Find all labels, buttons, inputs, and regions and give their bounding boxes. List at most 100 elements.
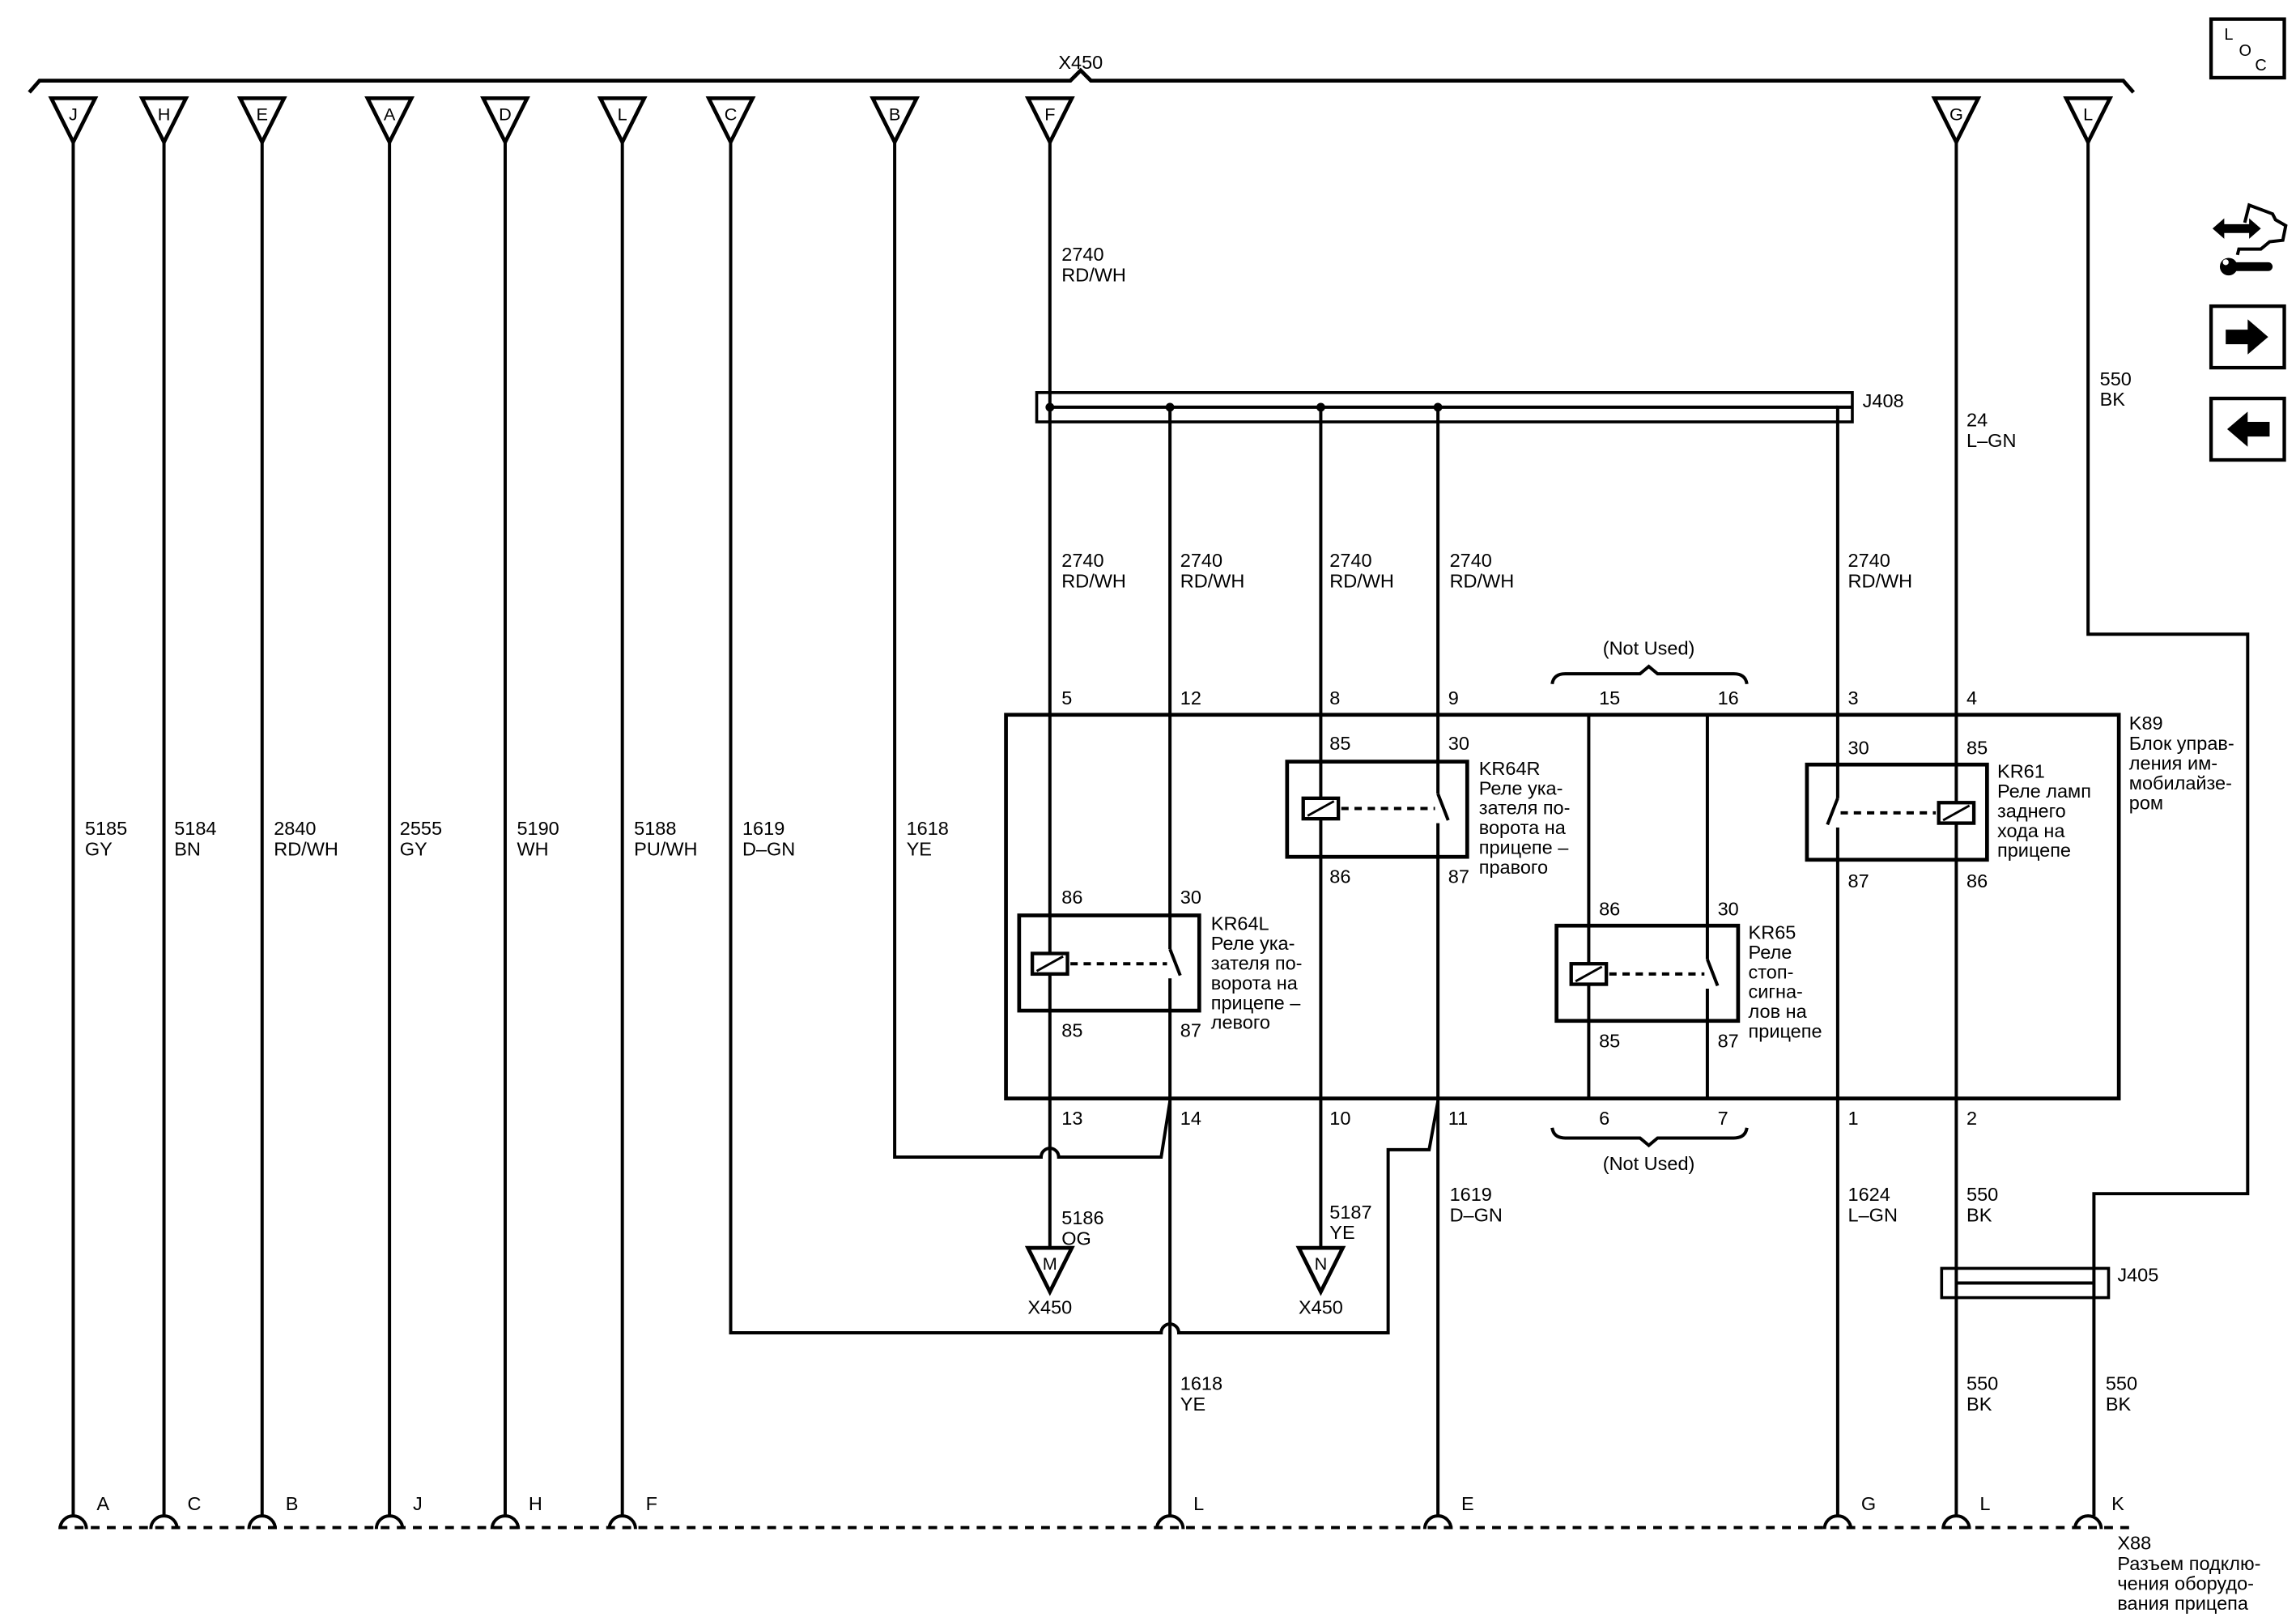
- not-used-brace-top: [1550, 664, 1749, 685]
- top-connector-label: X450: [1058, 52, 1103, 73]
- module-bottom-pin-number: 11: [1448, 1108, 1468, 1129]
- module-bottom-pin-number: 14: [1180, 1108, 1201, 1129]
- module-top-pin-number: 12: [1180, 687, 1201, 709]
- top-connector-pin-triangle[interactable]: [870, 96, 921, 147]
- module-top-pin-number: 9: [1448, 687, 1459, 709]
- wire-circuit-number: 2555: [400, 818, 442, 839]
- next-page-arrow-icon[interactable]: [2209, 304, 2286, 370]
- bottom-connector-cavity[interactable]: [607, 1514, 637, 1530]
- wire-circuit-number: 5184: [174, 818, 216, 839]
- top-connector-pin-letter: G: [1949, 104, 1963, 124]
- top-connector-pin-letter: E: [257, 104, 268, 124]
- wire-circuit-number: 5187: [1329, 1202, 1371, 1223]
- bottom-connector-pin-letter: B: [286, 1493, 299, 1514]
- wire-color-code: RD/WH: [1329, 570, 1394, 591]
- bottom-connector-cavity[interactable]: [1154, 1514, 1185, 1530]
- component-wiring-icon[interactable]: [2212, 202, 2288, 276]
- top-connector-pin-triangle[interactable]: [705, 96, 756, 147]
- bottom-connector-pin-letter: E: [1461, 1493, 1474, 1514]
- kr61-switch-blade: [1826, 798, 1839, 826]
- top-connector-pin-triangle[interactable]: [236, 96, 287, 147]
- module-bottom-pin-number: 10: [1329, 1108, 1350, 1129]
- top-connector-pin-triangle[interactable]: [480, 96, 530, 147]
- bottom-connector-cavity[interactable]: [374, 1514, 405, 1530]
- bottom-connector-cavity[interactable]: [1422, 1514, 1453, 1530]
- relay-kr61[interactable]: [1805, 762, 1989, 862]
- relay-description: лов на: [1749, 1001, 1808, 1022]
- relay-description: левого: [1211, 1012, 1270, 1033]
- relay-pin-number: 87: [1848, 870, 1869, 891]
- relay-pin-number: 85: [1329, 733, 1350, 754]
- wire-color-code: GY: [85, 838, 113, 859]
- wire-1619-c[interactable]: [729, 142, 1440, 1334]
- splice-j408[interactable]: [1035, 391, 1854, 423]
- bottom-connector-pin-letter: C: [188, 1493, 202, 1514]
- wire-color-code: L–GN: [1966, 430, 2016, 451]
- module-k89-description: Блок управ-: [2129, 733, 2234, 754]
- module-k89-description: мобилайзе-: [2129, 772, 2232, 794]
- wire-color-code: D–GN: [1450, 1205, 1503, 1226]
- wire-color-code: RD/WH: [1180, 570, 1245, 591]
- top-connector-pin-triangle[interactable]: [138, 96, 189, 147]
- loc-letter: C: [2255, 57, 2266, 74]
- relay-kr64r[interactable]: [1285, 760, 1469, 859]
- relay-pin-number: 30: [1180, 887, 1201, 908]
- top-connector-pin-triangle[interactable]: [364, 96, 415, 147]
- relay-pin-number: 86: [1966, 870, 1988, 891]
- splice-j405[interactable]: [1940, 1266, 2111, 1300]
- wire-color-code: WH: [517, 838, 548, 859]
- loc-icon[interactable]: [2209, 17, 2286, 80]
- connector-m-triangle[interactable]: [1024, 1245, 1075, 1296]
- module-bottom-pin-number: 6: [1599, 1108, 1609, 1129]
- wire-1618-b[interactable]: [893, 142, 1172, 1159]
- relay-pin-number: 86: [1599, 899, 1620, 920]
- top-connector-pin-triangle[interactable]: [1931, 96, 1982, 147]
- relay-description: Реле ука-: [1211, 933, 1295, 954]
- previous-page-arrow-icon[interactable]: [2209, 396, 2286, 462]
- wire-color-code: RD/WH: [1061, 570, 1126, 591]
- bottom-connector-cavity[interactable]: [247, 1514, 278, 1530]
- relay-pin-number: 87: [1448, 866, 1469, 887]
- relay-description: стоп-: [1749, 961, 1794, 982]
- bottom-connector-description: Разъем подклю-: [2117, 1553, 2260, 1574]
- relay-kr64l[interactable]: [1017, 913, 1201, 1013]
- wire-color-code: RD/WH: [1450, 570, 1515, 591]
- top-connector-bus: [28, 67, 2136, 94]
- bottom-connector-pin-letter: K: [2111, 1493, 2124, 1514]
- bottom-connector-cavity[interactable]: [1941, 1514, 1971, 1530]
- connector-n-triangle[interactable]: [1295, 1245, 1346, 1296]
- module-k89-description: ром: [2129, 792, 2163, 813]
- bottom-connector-cavity[interactable]: [2073, 1514, 2103, 1530]
- top-connector-pin-triangle[interactable]: [2063, 96, 2114, 147]
- bottom-connector-cavity[interactable]: [490, 1514, 521, 1530]
- wire-circuit-number: 550: [1966, 1184, 1998, 1205]
- wire-circuit-number: 5185: [85, 818, 127, 839]
- bottom-connector-cavity[interactable]: [1822, 1514, 1853, 1530]
- relay-kr65[interactable]: [1554, 923, 1741, 1023]
- relay-id-label: KR64R: [1479, 758, 1541, 779]
- not-used-brace-bottom: [1550, 1127, 1749, 1148]
- relay-pin-number: 86: [1329, 866, 1350, 887]
- bottom-connector-description: вания прицепа: [2117, 1593, 2249, 1614]
- top-connector-pin-triangle[interactable]: [597, 96, 648, 147]
- relay-pin-number: 85: [1599, 1030, 1620, 1051]
- wire-color-code: BK: [2106, 1394, 2132, 1415]
- kr65-switch-blade: [1706, 959, 1720, 987]
- bottom-connector-cavity[interactable]: [149, 1514, 179, 1530]
- relay-description: зателя по-: [1479, 798, 1571, 819]
- relay-pin-number: 30: [1448, 733, 1469, 754]
- top-connector-pin-triangle[interactable]: [48, 96, 99, 147]
- not-used-label: (Not Used): [1603, 1153, 1695, 1174]
- module-top-pin-number: 8: [1329, 687, 1340, 709]
- module-top-pin-number: 4: [1966, 687, 1977, 709]
- relay-description: прицепе –: [1211, 992, 1302, 1013]
- wire-550-l[interactable]: [2086, 142, 2250, 1517]
- wires: [71, 142, 2250, 1517]
- top-connector-pin-triangle[interactable]: [1024, 96, 1075, 147]
- module-k89[interactable]: [1004, 713, 2121, 1100]
- bottom-connector-cavity[interactable]: [58, 1514, 88, 1530]
- connector-n-label: X450: [1299, 1296, 1343, 1317]
- bottom-connector-pin-letter: G: [1861, 1493, 1876, 1514]
